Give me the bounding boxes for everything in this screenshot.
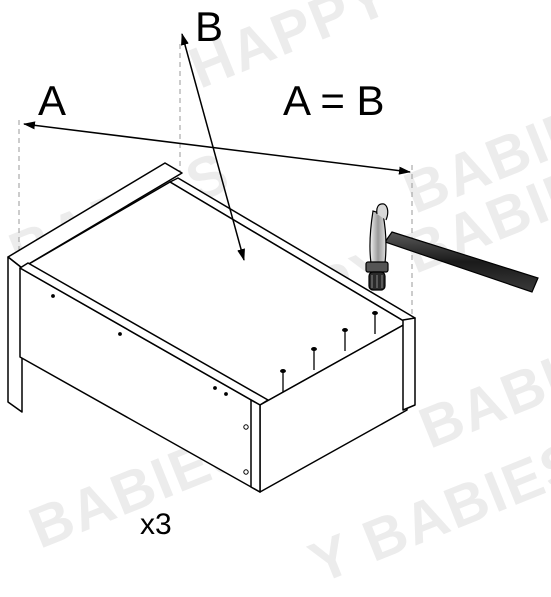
hammer-claw	[376, 203, 389, 221]
drawer-box	[7, 162, 416, 493]
hammer-handle	[384, 231, 539, 293]
nail-head	[280, 368, 286, 374]
label-b: B	[195, 3, 224, 50]
label-a-equals-b: A = B	[283, 77, 385, 124]
assembly-diagram	[7, 33, 539, 493]
hole	[224, 392, 228, 396]
nail-head	[342, 327, 348, 333]
hole	[243, 424, 249, 430]
left-back-panel-face	[7, 256, 23, 413]
quantity-label: x3	[140, 508, 172, 541]
hole	[51, 294, 55, 298]
label-a: A	[38, 77, 67, 124]
diagonal-arrow-a	[23, 121, 411, 175]
hole	[243, 469, 249, 475]
nails	[280, 310, 378, 392]
hole	[118, 332, 122, 336]
nail-head	[372, 310, 378, 316]
hammer-head	[369, 210, 387, 264]
screw-holes	[51, 294, 249, 475]
right-post	[402, 317, 416, 411]
end-panel-edge	[250, 399, 261, 493]
diagonal-arrow-b	[181, 33, 245, 261]
measurement-arrows	[23, 33, 411, 261]
hole	[213, 386, 217, 390]
hammer-face	[365, 261, 389, 273]
hammer-icon	[365, 203, 539, 293]
nail-head	[311, 346, 317, 352]
